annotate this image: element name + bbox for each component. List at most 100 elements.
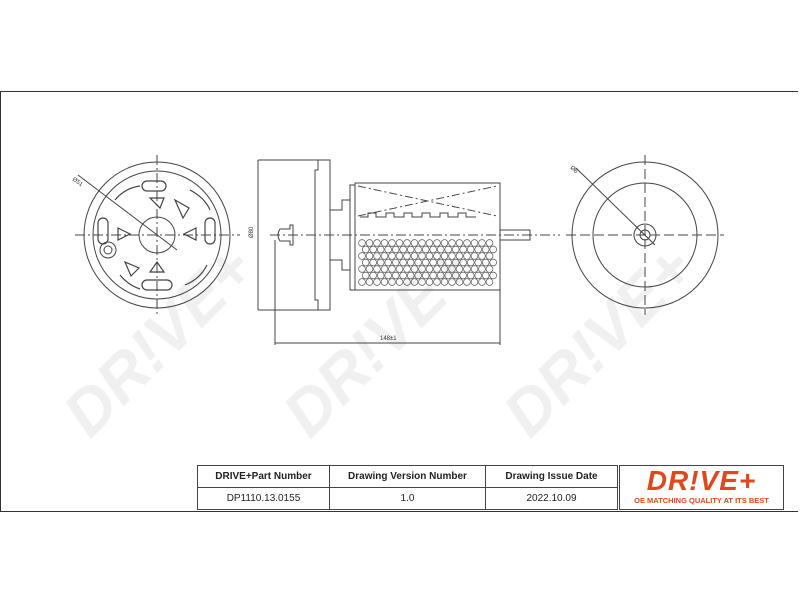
mesh-cell bbox=[429, 271, 437, 280]
mesh-cell bbox=[384, 258, 392, 267]
mesh-cell bbox=[391, 271, 400, 280]
mesh-cell bbox=[451, 271, 460, 280]
mesh-cell bbox=[481, 271, 490, 280]
mesh-cell bbox=[365, 239, 374, 247]
part-number-header: DRIVE+Part Number bbox=[197, 465, 330, 488]
mesh-cell bbox=[440, 252, 449, 260]
mesh-cell bbox=[440, 239, 449, 247]
mesh-cell bbox=[376, 245, 385, 254]
mesh-cell bbox=[489, 245, 497, 254]
mesh-cell bbox=[403, 252, 411, 260]
mesh-cell bbox=[429, 245, 437, 254]
mesh-cell bbox=[373, 265, 381, 273]
mesh-cell bbox=[388, 278, 396, 286]
mesh-cell bbox=[414, 258, 422, 267]
mesh-cell bbox=[369, 245, 377, 254]
mesh-cell bbox=[388, 265, 396, 273]
mesh-cell bbox=[388, 252, 396, 260]
mesh-cell bbox=[489, 271, 497, 280]
mesh-cell bbox=[403, 239, 411, 247]
mesh-cell bbox=[478, 265, 486, 273]
mesh-cell bbox=[369, 271, 377, 280]
version-header: Drawing Version Number bbox=[329, 465, 486, 488]
mesh-cell bbox=[395, 278, 404, 286]
mesh-cell bbox=[485, 278, 494, 286]
side-view: Ø80 document.write(''); 148±1 bbox=[249, 159, 560, 345]
mesh-cell bbox=[470, 265, 479, 273]
mesh-cell bbox=[361, 245, 370, 254]
mesh-cell bbox=[436, 258, 445, 267]
mesh-cell bbox=[448, 265, 456, 273]
issue-date-value: 2022.10.09 bbox=[485, 487, 618, 510]
mesh-cell bbox=[440, 265, 449, 273]
mesh-cell bbox=[373, 252, 381, 260]
mesh-cell bbox=[391, 245, 400, 254]
mesh-cell bbox=[474, 245, 482, 254]
mesh-cell bbox=[448, 278, 456, 286]
mesh-cell bbox=[373, 278, 381, 286]
mesh-cell bbox=[384, 245, 392, 254]
mesh-cell bbox=[444, 245, 452, 254]
mesh-cell bbox=[421, 245, 430, 254]
mesh-cell bbox=[399, 245, 407, 254]
left-end-view: Ø51 bbox=[71, 155, 240, 315]
mesh-cell bbox=[459, 258, 467, 267]
mesh-cell bbox=[466, 245, 475, 254]
mesh-cell bbox=[384, 271, 392, 280]
mesh-cell bbox=[421, 271, 430, 280]
mesh-cell bbox=[410, 265, 419, 273]
mesh-cell bbox=[459, 245, 467, 254]
mesh-cell bbox=[399, 258, 407, 267]
mesh-cell bbox=[376, 271, 385, 280]
mesh-cell bbox=[418, 252, 426, 260]
mesh-cell bbox=[380, 265, 389, 273]
version-value: 1.0 bbox=[329, 487, 486, 510]
mesh-cell bbox=[481, 245, 490, 254]
mesh-cell bbox=[361, 258, 370, 267]
mesh-cell bbox=[410, 252, 419, 260]
mesh-cell bbox=[466, 271, 475, 280]
mesh-cell bbox=[418, 239, 426, 247]
mesh-cell bbox=[451, 258, 460, 267]
mesh-cell bbox=[470, 239, 479, 247]
brand-logo: DR!VE+ OE MATCHING QUALITY AT ITS BEST bbox=[619, 465, 784, 510]
mesh-cell bbox=[444, 271, 452, 280]
mesh-cell bbox=[421, 258, 430, 267]
mesh-cell bbox=[395, 252, 404, 260]
mesh-cell bbox=[433, 265, 441, 273]
right-end-view: Ø6 bbox=[566, 155, 724, 315]
mesh-cell bbox=[380, 239, 389, 247]
mesh-cell bbox=[448, 239, 456, 247]
mesh-cell bbox=[358, 252, 366, 260]
mesh-cell bbox=[388, 239, 396, 247]
mesh-cell bbox=[440, 278, 449, 286]
mesh-cell bbox=[455, 239, 464, 247]
mesh-cell bbox=[361, 271, 370, 280]
mesh-cell bbox=[395, 265, 404, 273]
mesh-cell bbox=[425, 239, 434, 247]
mesh-cell bbox=[414, 271, 422, 280]
mesh-cell bbox=[478, 239, 486, 247]
mesh-cell bbox=[358, 265, 366, 273]
watermark: DR!VE+ bbox=[489, 232, 707, 450]
mesh-cell bbox=[399, 271, 407, 280]
part-number-value: DP1110.13.0155 bbox=[197, 487, 330, 510]
mesh-cell bbox=[391, 258, 400, 267]
drawing-frame bbox=[0, 91, 798, 512]
mesh-cell bbox=[403, 265, 411, 273]
filter-mesh bbox=[358, 239, 497, 286]
mesh-cell bbox=[406, 245, 415, 254]
mesh-cell bbox=[455, 265, 464, 273]
mesh-cell bbox=[485, 239, 494, 247]
mesh-cell bbox=[448, 252, 456, 260]
mesh-cell bbox=[358, 239, 366, 247]
issue-date-header: Drawing Issue Date bbox=[485, 465, 618, 488]
logo-tagline: OE MATCHING QUALITY AT ITS BEST bbox=[634, 496, 769, 505]
mesh-cell bbox=[485, 252, 494, 260]
mesh-cell bbox=[470, 278, 479, 286]
mesh-cell bbox=[365, 252, 374, 260]
dimension-label: Ø80 bbox=[249, 226, 255, 238]
mesh-cell bbox=[455, 252, 464, 260]
mesh-cell bbox=[425, 252, 434, 260]
